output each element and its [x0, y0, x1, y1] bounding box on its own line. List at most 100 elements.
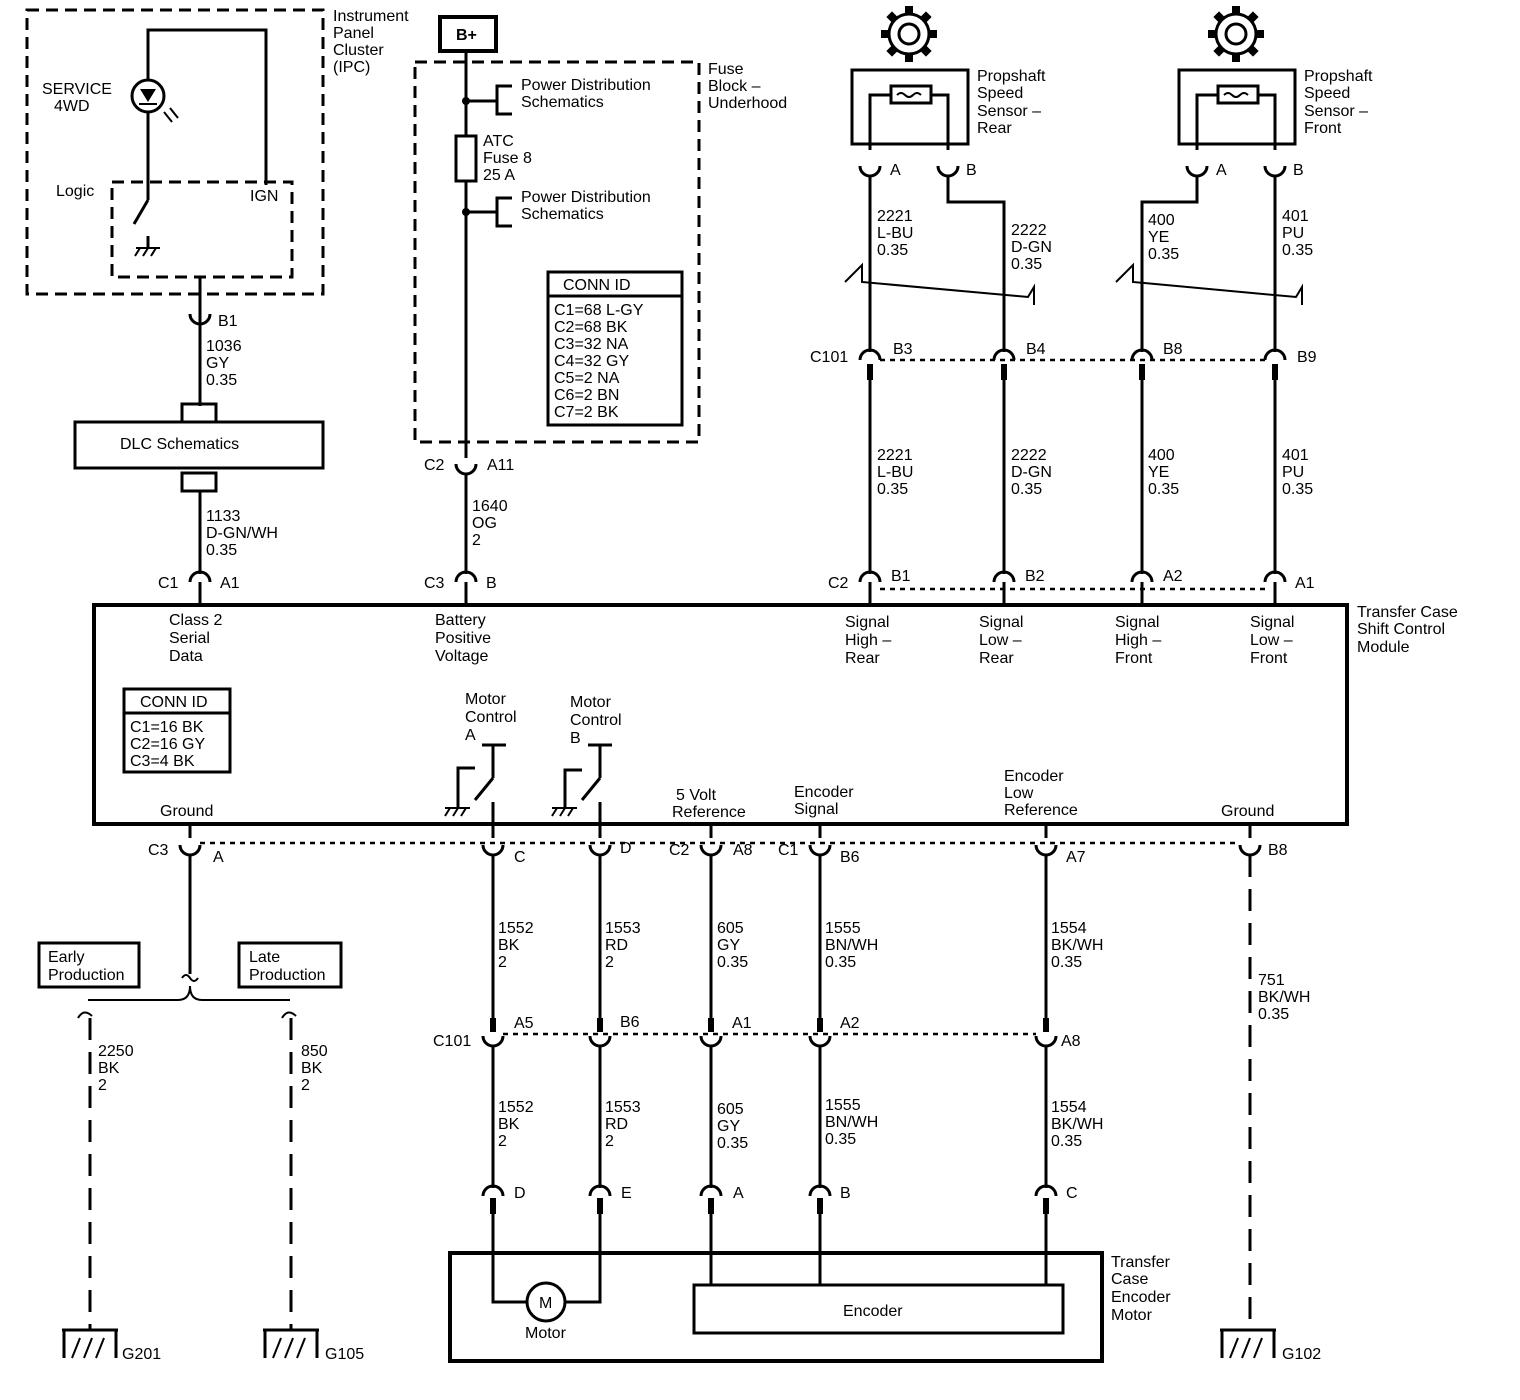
slf-label-line2: Low – [1250, 632, 1293, 649]
ipc-title-line1: Instrument [333, 8, 409, 25]
front-wire-b-gauge: 0.35 [1282, 242, 1313, 259]
early-wire-color: BK [98, 1060, 120, 1077]
front-lower-wire-a-circuit: 400 [1148, 447, 1175, 464]
w605-circuit-upper: 605 [717, 920, 744, 937]
w1552-color-lower: BK [498, 1116, 520, 1133]
front-wire-a-gauge: 0.35 [1148, 246, 1179, 263]
slf-label-line1: Signal [1250, 614, 1294, 631]
dlc-schematics-label: DLC Schematics [120, 436, 239, 453]
ref5v-label-line2: Reference [672, 804, 746, 821]
c101-lower-pin-b6: B6 [620, 1014, 640, 1031]
module-top-c2-pin-a2: A2 [1163, 568, 1183, 585]
c101-lower-pin-a1: A1 [732, 1015, 752, 1032]
shift-control-module: Transfer Case Shift Control Module Class… [92, 603, 1458, 826]
g105-label: G105 [325, 1346, 364, 1363]
late-production-box [237, 941, 343, 989]
c101-upper-label: C101 [810, 349, 848, 366]
c101-upper-pin-b4: B4 [1026, 341, 1046, 358]
fuse-conn-id-row1: C1=68 L-GY [554, 302, 644, 319]
power-dist-bottom-line1: Power Distribution [521, 189, 651, 206]
c101-lower-pin-a8: A8 [1061, 1033, 1081, 1050]
battery-label-line1: Battery [435, 612, 486, 629]
fuse-block-title-line1: Fuse [708, 61, 744, 78]
ipc-ign-circuit [146, 28, 268, 185]
w1555-circuit-lower: 1555 [825, 1097, 861, 1114]
w1553-color-lower: RD [605, 1116, 628, 1133]
fuse-conn-id-row7: C7=2 BK [554, 404, 619, 421]
motor-control-a-switch-icon [444, 743, 506, 824]
slf-label-line3: Front [1250, 650, 1288, 667]
fuse-block-title-line2: Block – [708, 78, 761, 95]
ipc-group: Instrument Panel Cluster (IPC) SERVICE 4… [25, 8, 409, 308]
front-sensor-title-line3: Sensor – [1304, 103, 1368, 120]
front-lower-wire-b-color: PU [1282, 464, 1304, 481]
c101-upper-pin-b8: B8 [1163, 341, 1183, 358]
module-top-c1-pin: A1 [220, 575, 240, 592]
module-top-c3-label: C3 [424, 575, 445, 592]
front-lower-wire-a-gauge: 0.35 [1148, 481, 1179, 498]
lamp-emission-ray-2 [169, 107, 179, 119]
module-top-c2-pin-b1: B1 [891, 568, 911, 585]
production-bracket [88, 985, 290, 1001]
w605-gauge-lower: 0.35 [717, 1135, 748, 1152]
w1554-gauge-lower: 0.35 [1051, 1133, 1082, 1150]
encoder-motor-pin-c: C [1066, 1185, 1078, 1202]
front-wire-b-circuit: 401 [1282, 208, 1309, 225]
encoder-label: Encoder [843, 1303, 903, 1320]
ground-left-group: Early Production Late Production 2250 BK… [37, 855, 364, 1363]
power-dist-top-line2: Schematics [521, 94, 604, 111]
enc-sig-label-line2: Signal [794, 801, 838, 818]
enc-sig-label-line1: Encoder [794, 784, 854, 801]
w1555-circuit-upper: 1555 [825, 920, 861, 937]
front-sensor-title-line4: Front [1304, 120, 1342, 137]
b-plus-label: B+ [456, 27, 477, 44]
fuse-out-conn: C2 [424, 457, 445, 474]
lamp-label-line1: SERVICE [42, 81, 112, 98]
encoder-motor-title-line1: Transfer [1111, 1254, 1171, 1271]
rear-sensor-group: Propshaft Speed Sensor – Rear A B 2221 L… [844, 6, 1052, 352]
rear-wire-b-circuit: 2222 [1011, 222, 1047, 239]
late-wire-circuit: 850 [301, 1043, 328, 1060]
w1553-circuit-upper: 1553 [605, 920, 641, 937]
w605-circuit-lower: 605 [717, 1101, 744, 1118]
fuse-conn-id-row4: C4=32 GY [554, 353, 629, 370]
module-conn-id-row2: C2=16 GY [130, 736, 205, 753]
power-dist-top-line1: Power Distribution [521, 77, 651, 94]
fuse-out-pin: A11 [487, 457, 514, 474]
module-top-c2-label: C2 [828, 575, 849, 592]
module-top-c2-pin-b2: B2 [1025, 568, 1045, 585]
enc-low-label-line1: Encoder [1004, 768, 1064, 785]
class2-label-line1: Class 2 [169, 612, 222, 629]
early-production-line1: Early [48, 949, 84, 966]
encoder-box [692, 1283, 1065, 1335]
encoder-motor-pin-d: D [514, 1185, 526, 1202]
wire-1640-circuit: 1640 [472, 498, 508, 515]
module-conn-id-table [122, 687, 232, 774]
module-bottom-c3-pin-d: D [620, 840, 632, 857]
module-bottom-c1-pin-a7: A7 [1066, 849, 1086, 866]
front-lower-wire-a-color: YE [1148, 464, 1169, 481]
ign-label: IGN [250, 188, 278, 205]
w1552-gauge-upper: 2 [498, 954, 507, 971]
module-bottom-c1-pin-b6: B6 [840, 849, 860, 866]
ground-left-label: Ground [160, 803, 213, 820]
motor-icon [525, 1281, 567, 1323]
w1555-color-upper: BN/WH [825, 937, 878, 954]
c101-upper-pin-b9: B9 [1297, 349, 1317, 366]
fuse-conn-id-row6: C6=2 BN [554, 387, 619, 404]
ipc-connector-b1: B1 [188, 308, 238, 330]
battery-label-line2: Positive [435, 630, 491, 647]
shf-label-line1: Signal [1115, 614, 1159, 631]
battery-label-line3: Voltage [435, 648, 488, 665]
module-bottom-c2-pin-a8: A8 [733, 842, 753, 859]
module-bottom-c3-pin-a: A [213, 849, 224, 866]
early-production-line2: Production [48, 967, 125, 984]
slr-label-line1: Signal [979, 614, 1023, 631]
motor-a-label-line2: Control [465, 709, 517, 726]
rear-lower-wire-a-color: L-BU [877, 464, 913, 481]
dlc-group: 1036 GY 0.35 DLC Schematics 1133 D-GN/WH… [73, 324, 325, 605]
rear-sensor-gear-icon [881, 6, 937, 62]
rear-lower-wire-b-circuit: 2222 [1011, 447, 1047, 464]
shf-label-line2: High – [1115, 632, 1161, 649]
w1553-color-upper: RD [605, 937, 628, 954]
